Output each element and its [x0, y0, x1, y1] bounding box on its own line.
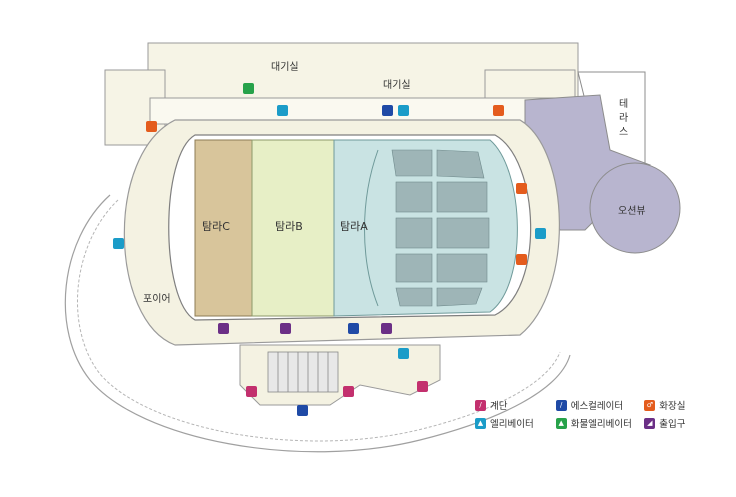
seating-blocks [391, 149, 490, 307]
escalator-icon: / [555, 399, 567, 411]
legend-elevator: ▲엘리베이터 [475, 416, 556, 430]
foyer-label: 포이어 [143, 294, 171, 305]
map-legend: /계단 /에스컬레이터 ♂화장실 ▲엘리베이터 ▲화물엘리베이터 ◢출입구 [475, 396, 725, 432]
stage-curve [364, 149, 379, 307]
escalator-markers [297, 105, 393, 416]
elevator-icon: ▲ [475, 417, 486, 429]
elevator-markers [113, 105, 546, 359]
ocean-view-round [589, 162, 681, 254]
hall-c-label: 탐라C [202, 220, 230, 233]
legend-freight-elevator: ▲화물엘리베이터 [555, 416, 645, 430]
legend-stairs: /계단 [475, 398, 556, 412]
waiting-room-label-1: 대기실 [271, 62, 299, 73]
freight-elevator-markers [243, 83, 254, 94]
hall-b-area [251, 139, 335, 317]
terrace-label: 테라스 [619, 99, 629, 138]
freight-elevator-icon: ▲ [555, 417, 567, 429]
stairs-icon: / [475, 399, 486, 411]
ocean-view-label: 오션뷰 [618, 206, 646, 217]
outer-walkway [64, 194, 571, 453]
hall-a-label: 탐라A [340, 220, 368, 233]
legend-escalator: /에스컬레이터 [555, 398, 645, 412]
hall-c-area [194, 139, 253, 317]
entrance-icon: ◢ [644, 417, 656, 429]
outer-walkway-inner [77, 199, 561, 442]
legend-restroom: ♂화장실 [644, 398, 725, 412]
restroom-markers [146, 105, 527, 265]
entrance-markers [218, 323, 392, 334]
waiting-room-label-2: 대기실 [383, 80, 411, 91]
hall-b-label: 탐라B [275, 220, 303, 233]
stairs-markers [246, 381, 428, 397]
escalator-bank [267, 351, 339, 393]
legend-entrance: ◢출입구 [644, 416, 725, 430]
restroom-icon: ♂ [644, 399, 656, 411]
